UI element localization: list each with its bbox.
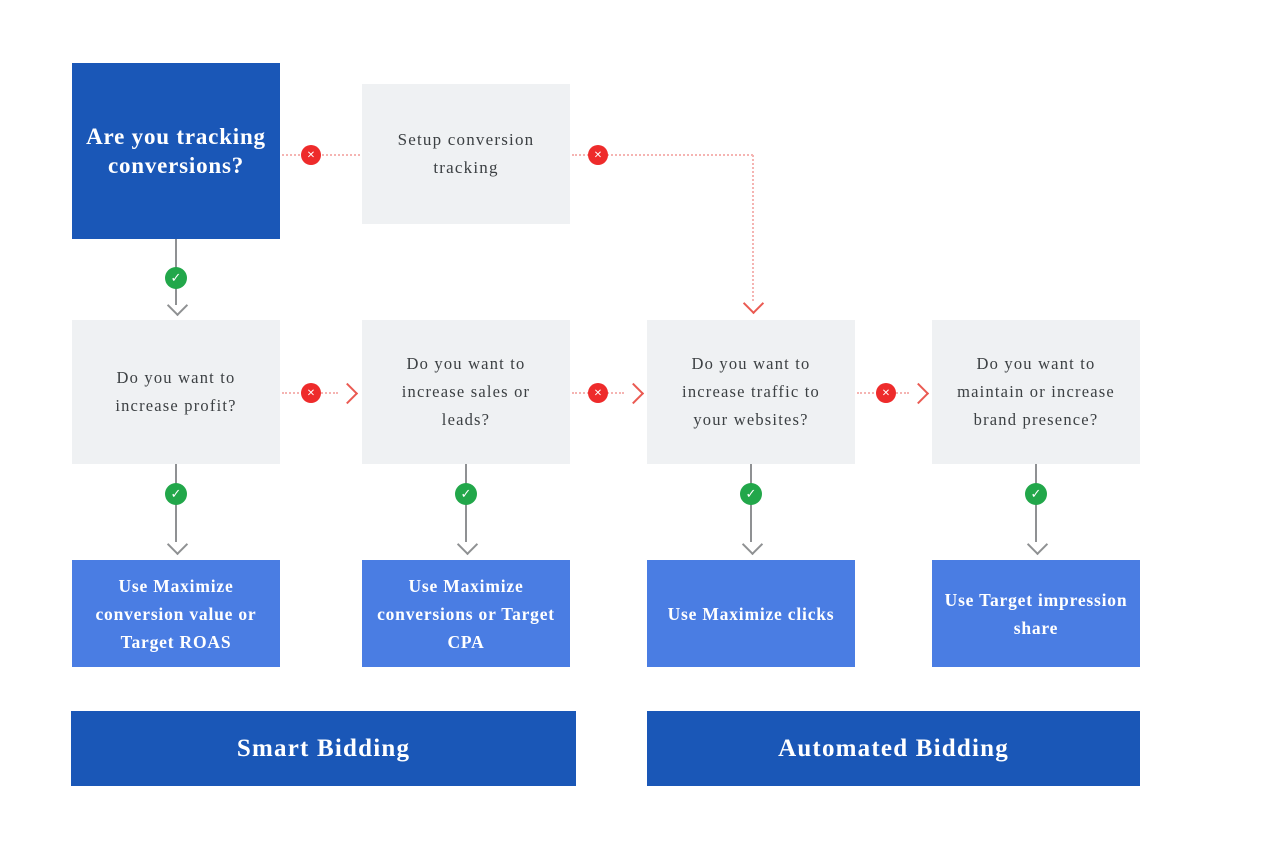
arrowhead-right-icon bbox=[907, 382, 930, 405]
cross-icon: ✕ bbox=[876, 383, 896, 403]
arrowhead-right-icon bbox=[336, 382, 359, 405]
check-icon: ✓ bbox=[165, 267, 187, 289]
node-result-max-clicks: Use Maximize clicks bbox=[647, 560, 855, 667]
check-icon: ✓ bbox=[740, 483, 762, 505]
no-connector-setup-elbow-vertical bbox=[752, 155, 754, 301]
no-connector-setup-elbow-horizontal bbox=[572, 154, 753, 156]
cross-icon: ✕ bbox=[588, 145, 608, 165]
cross-icon: ✕ bbox=[301, 383, 321, 403]
cross-icon: ✕ bbox=[588, 383, 608, 403]
no-connector-root-to-setup bbox=[282, 154, 360, 156]
node-result-target-impression-share: Use Target impression share bbox=[932, 560, 1140, 667]
check-icon: ✓ bbox=[455, 483, 477, 505]
arrowhead-down-icon bbox=[742, 292, 765, 315]
arrowhead-down-icon bbox=[456, 533, 479, 556]
check-icon: ✓ bbox=[165, 483, 187, 505]
arrowhead-down-icon bbox=[741, 533, 764, 556]
node-result-max-conversions: Use Maximize conversions or Target CPA bbox=[362, 560, 570, 667]
node-question-traffic: Do you want to increase traffic to your … bbox=[647, 320, 855, 464]
node-root-question: Are you tracking conversions? bbox=[72, 63, 280, 239]
arrowhead-right-icon bbox=[622, 382, 645, 405]
check-icon: ✓ bbox=[1025, 483, 1047, 505]
banner-smart-bidding: Smart Bidding bbox=[71, 711, 576, 786]
arrowhead-down-icon bbox=[1026, 533, 1049, 556]
node-setup-conversion-tracking: Setup conversion tracking bbox=[362, 84, 570, 224]
banner-automated-bidding: Automated Bidding bbox=[647, 711, 1140, 786]
node-question-sales-leads: Do you want to increase sales or leads? bbox=[362, 320, 570, 464]
arrowhead-down-icon bbox=[166, 294, 189, 317]
node-result-max-conversion-value: Use Maximize conversion value or Target … bbox=[72, 560, 280, 667]
node-question-profit: Do you want to increase profit? bbox=[72, 320, 280, 464]
cross-icon: ✕ bbox=[301, 145, 321, 165]
node-question-brand-presence: Do you want to maintain or increase bran… bbox=[932, 320, 1140, 464]
arrowhead-down-icon bbox=[166, 533, 189, 556]
